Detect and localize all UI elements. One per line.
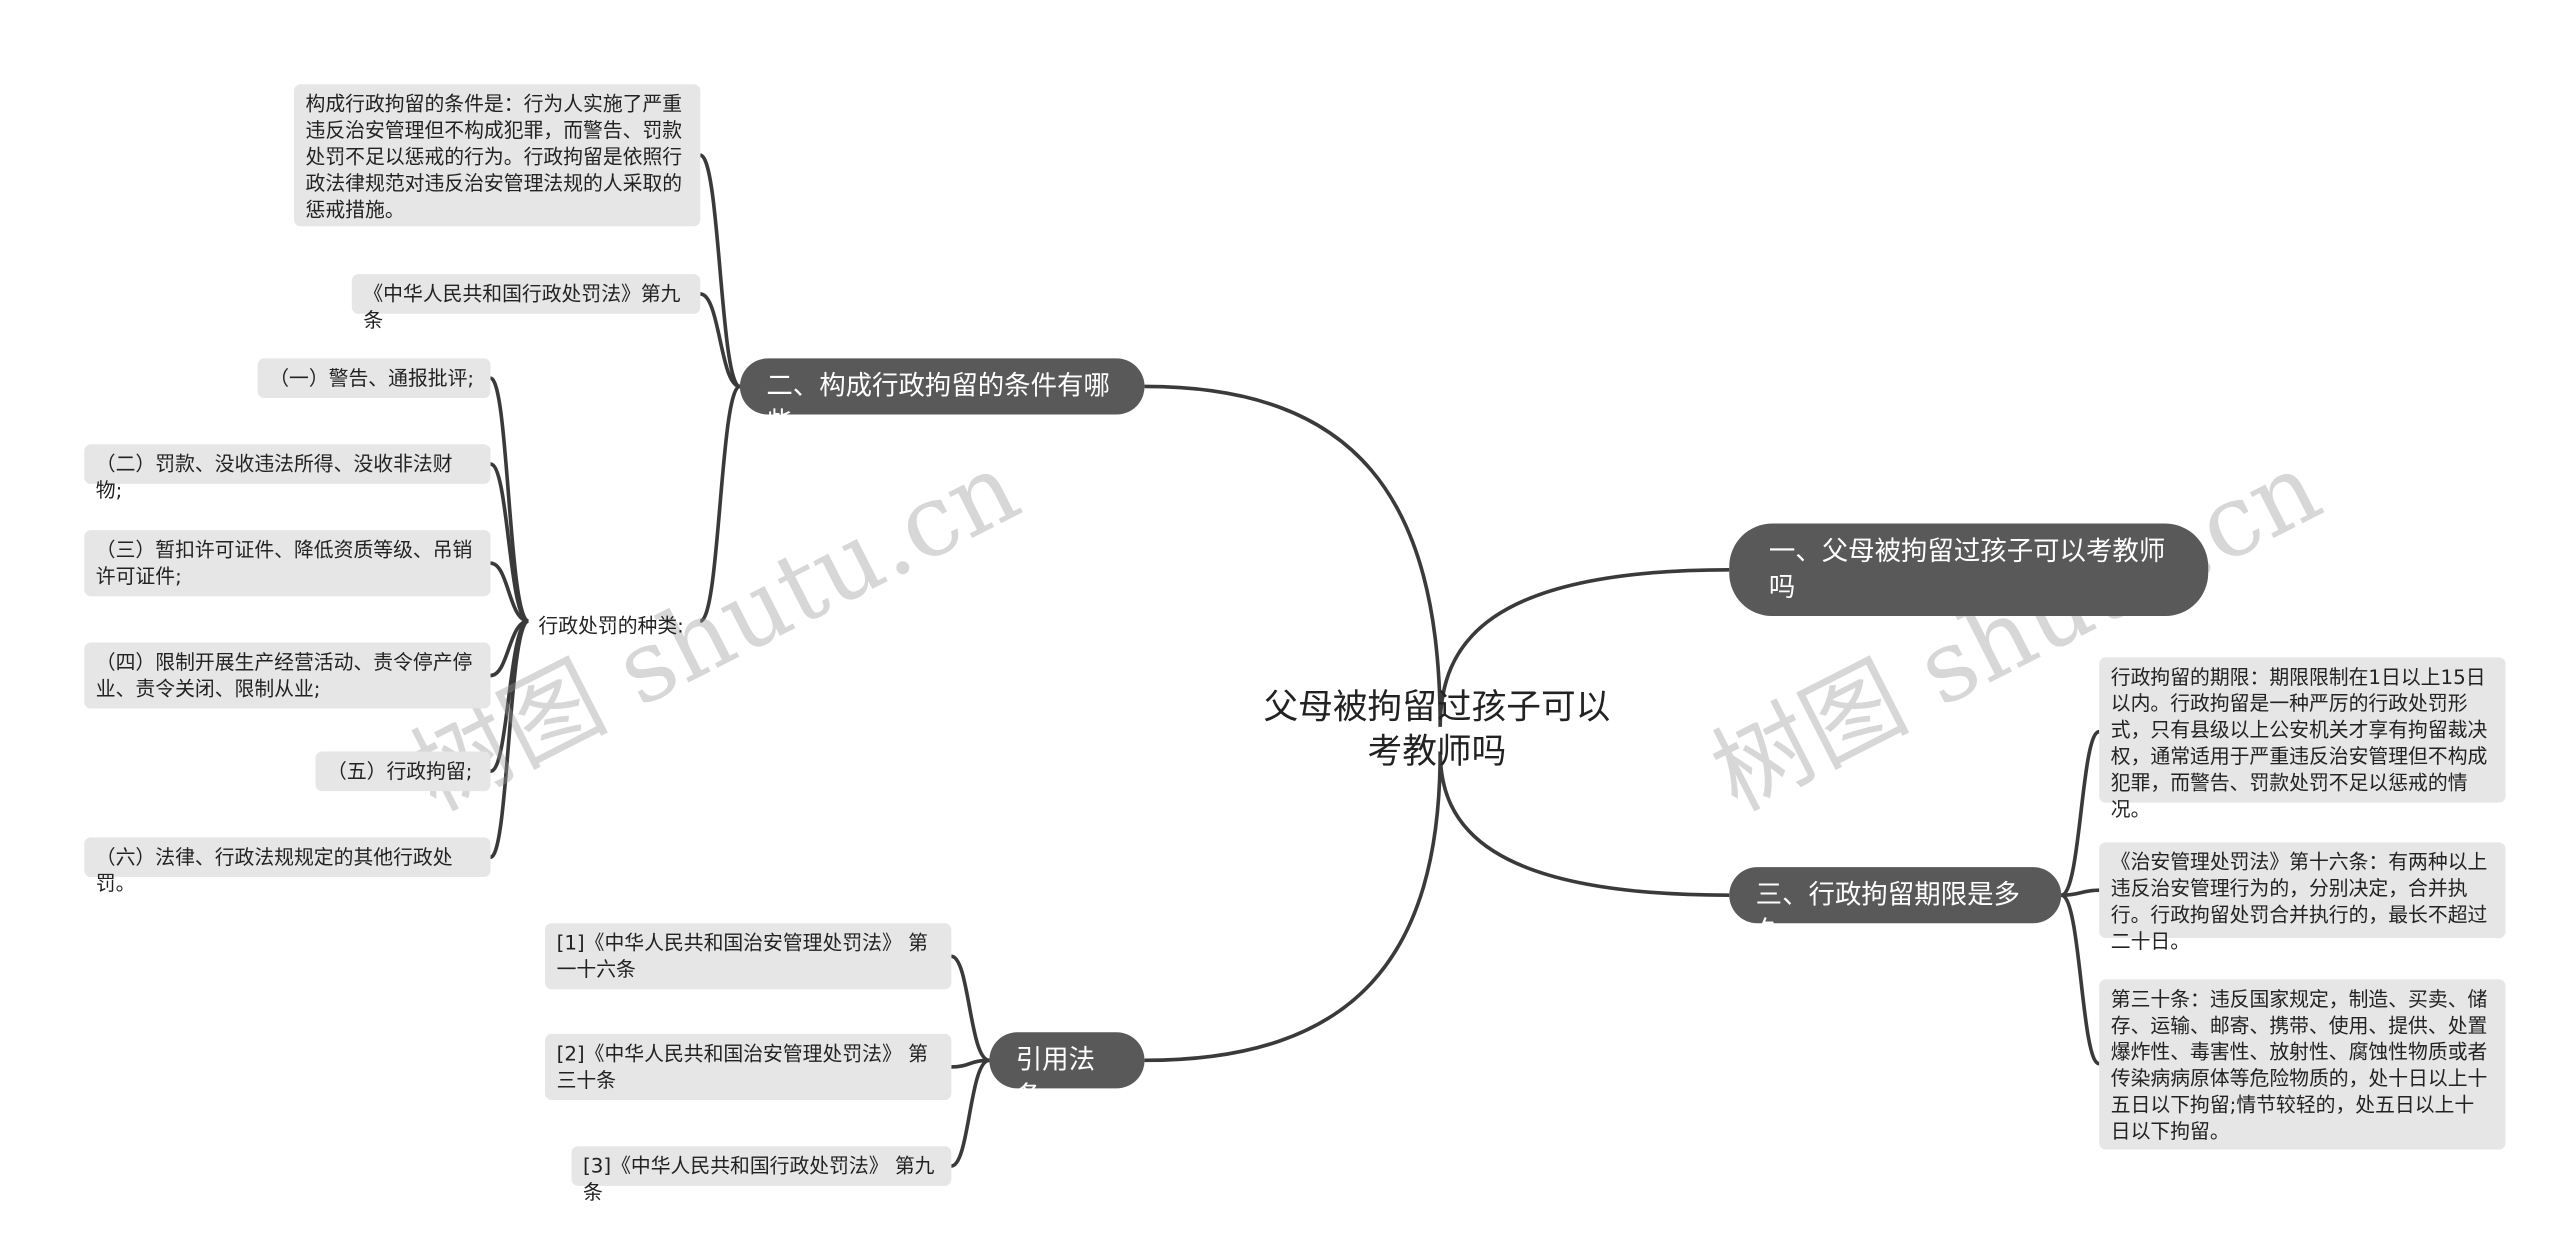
- root-topic[interactable]: 父母被拘留过孩子可以考教师吗: [1263, 687, 1611, 772]
- link-b2-types: [699, 384, 741, 623]
- link-root-branch-two: [1144, 384, 1443, 727]
- detention-period-card[interactable]: 行政拘留的期限：期限限制在1日以上15日以内。行政拘留是一种严厉的行政处罚形式，…: [2099, 657, 2506, 821]
- cited-law-item[interactable]: [3]《中华人民共和国行政处罚法》 第九条: [571, 1146, 952, 1204]
- link-type-6: [488, 619, 530, 860]
- branch-four-topic[interactable]: 引用法条: [989, 1032, 1145, 1112]
- link-b3-item-2: [2061, 888, 2100, 897]
- penalty-type-item[interactable]: （三）暂扣许可证件、降低资质等级、吊销许可证件;: [84, 530, 491, 597]
- article-16-card[interactable]: 《治安管理处罚法》第十六条：有两种以上违反治安管理行为的，分别决定，合并执行。行…: [2099, 842, 2506, 953]
- link-root-branch-one: [1438, 567, 1730, 727]
- link-b3-item-1: [2060, 729, 2101, 897]
- link-type-3: [490, 561, 529, 623]
- link-b3-item-3: [2060, 893, 2101, 1066]
- definition-card[interactable]: 构成行政拘留的条件是：行为人实施了严重违反治安管理但不构成犯罪，而警告、罚款处罚…: [293, 84, 701, 227]
- penalty-type-item[interactable]: （一）警告、通报批评;: [257, 358, 491, 399]
- branch-three-topic[interactable]: 三、行政拘留期限是多久: [1729, 867, 2062, 946]
- penalty-type-item[interactable]: （二）罚款、没收违法所得、没收非法财物;: [84, 444, 491, 502]
- link-b4-item-1: [950, 954, 991, 1063]
- branch-one-topic[interactable]: 一、父母被拘留过孩子可以考教师吗: [1729, 523, 2209, 617]
- link-b2-lawref: [699, 292, 741, 389]
- law-reference-card[interactable]: 《中华人民共和国行政处罚法》第九条: [351, 274, 701, 332]
- cited-law-item[interactable]: [1]《中华人民共和国治安管理处罚法》 第一十六条: [545, 923, 952, 990]
- link-type-1: [488, 376, 530, 623]
- link-root-branch-three: [1438, 751, 1730, 897]
- link-b2-definition: [699, 153, 741, 389]
- article-30-card[interactable]: 第三十条：违反国家规定，制造、买卖、储存、运输、邮寄、携带、使用、提供、处置爆炸…: [2099, 979, 2506, 1150]
- branch-two-topic[interactable]: 二、构成行政拘留的条件有哪些: [739, 358, 1145, 438]
- penalty-type-item[interactable]: （五）行政拘留;: [315, 751, 491, 792]
- link-type-2: [489, 462, 530, 623]
- link-root-branch-four: [1144, 751, 1443, 1063]
- penalty-types-label[interactable]: 行政处罚的种类:: [538, 614, 684, 638]
- penalty-type-item[interactable]: （六）法律、行政法规规定的其他行政处罚。: [84, 837, 491, 895]
- penalty-type-item[interactable]: （四）限制开展生产经营活动、责令停产停业、责令关闭、限制从业;: [84, 642, 491, 709]
- cited-law-item[interactable]: [2]《中华人民共和国治安管理处罚法》 第三十条: [545, 1033, 952, 1100]
- link-b4-item-3: [950, 1058, 991, 1168]
